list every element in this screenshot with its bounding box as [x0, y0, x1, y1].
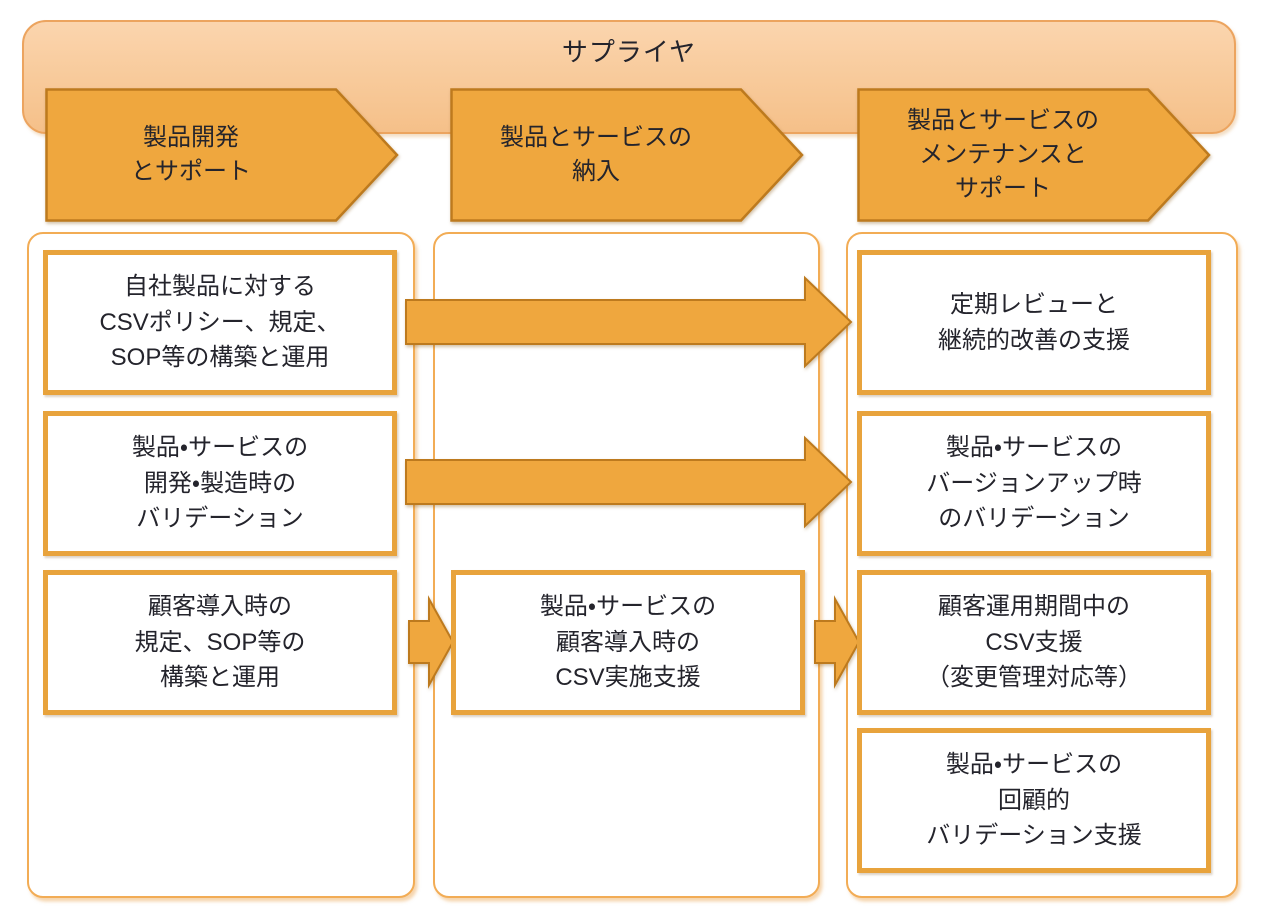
right-block-arrow-icon [405, 435, 853, 529]
development-box-2: 製品・サービスの 開発・製造時の バリデーション [43, 411, 397, 556]
flow-arrow-dev3-to-delivery1 [408, 595, 455, 689]
phase-chevron-delivery: 製品とサービスの 納入 [450, 88, 804, 222]
development-box-1: 自社製品に対する CSVポリシー、規定、 SOP等の構築と運用 [43, 250, 397, 395]
development-box-3: 顧客導入時の 規定、SOP等の 構築と運用 [43, 570, 397, 715]
phase-chevron-development: 製品開発 とサポート [45, 88, 399, 222]
phase-label-maintenance: 製品とサービスの メンテナンスと サポート [907, 106, 1099, 203]
maintenance-box-3: 顧客運用期間中の CSV支援 （変更管理対応等） [857, 570, 1211, 715]
maintenance-box-2: 製品・サービスの バージョンアップ時 のバリデーション [857, 411, 1211, 556]
right-block-arrow-icon [408, 595, 455, 689]
delivery-box-1: 製品・サービスの 顧客導入時の CSV実施支援 [451, 570, 805, 715]
flow-arrow-dev2-to-maint2 [405, 435, 853, 529]
chevron-right-icon [857, 88, 1211, 222]
chevron-right-icon [450, 88, 804, 222]
flow-arrow-dev1-to-maint1 [405, 275, 853, 369]
maintenance-box-1: 定期レビューと 継続的改善の支援 [857, 250, 1211, 395]
phase-label-development: 製品開発 とサポート [131, 123, 251, 185]
right-block-arrow-icon [405, 275, 853, 369]
phase-chevron-maintenance: 製品とサービスの メンテナンスと サポート [857, 88, 1211, 222]
right-block-arrow-icon [814, 595, 861, 689]
maintenance-box-4: 製品・サービスの 回顧的 バリデーション支援 [857, 728, 1211, 873]
phase-label-delivery: 製品とサービスの 納入 [500, 123, 692, 185]
chevron-right-icon [45, 88, 399, 222]
flow-arrow-delivery1-to-maint3 [814, 595, 861, 689]
banner-title: サプライヤ [561, 37, 697, 67]
